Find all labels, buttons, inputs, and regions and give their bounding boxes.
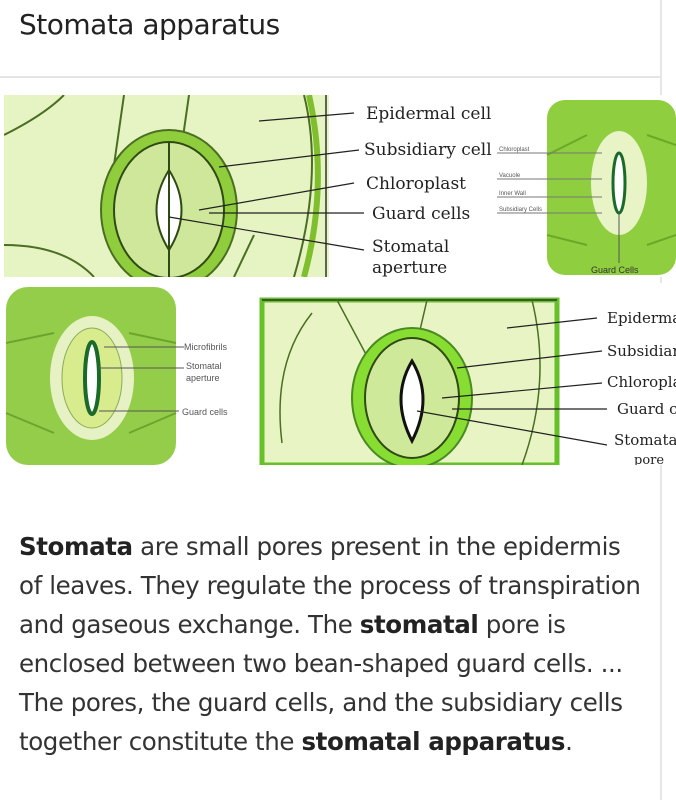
label-chloroplast: Chloroplast xyxy=(499,147,530,153)
label-pore: pore xyxy=(634,453,664,465)
label-vacuole: Vacuole xyxy=(499,173,521,179)
label-stomatal: Stomatal xyxy=(614,431,676,449)
label-subsidiary-cell: Subsidiary cell xyxy=(364,140,492,160)
label-microfibrils: Microfibrils xyxy=(184,342,228,352)
text-segment: are small pores present in the epidermis… xyxy=(19,532,641,639)
snippet-text: Stomata are small pores present in the e… xyxy=(19,527,644,761)
label-stomatal: Stomatal xyxy=(186,361,222,371)
diagram-image-3[interactable]: Microfibrils Stomatal aperture Guard cel… xyxy=(4,283,248,465)
bold-term: stomatal apparatus xyxy=(301,727,566,756)
label-epidermal-cell: Epidermal cell xyxy=(607,309,676,327)
label-aperture: aperture xyxy=(186,373,220,383)
bold-term: Stomata xyxy=(19,532,133,561)
text-segment: pore is enclosed between two bean-shaped… xyxy=(19,610,623,756)
label-guard-cells: Guard cells xyxy=(617,400,676,418)
snippet-title: Stomata apparatus xyxy=(19,8,280,41)
text-segment: . xyxy=(565,727,573,756)
label-subsidiary-cells: Subsidiary Cells xyxy=(499,207,542,213)
bold-term: stomatal xyxy=(359,610,479,639)
label-aperture: aperture xyxy=(372,258,447,277)
label-chloroplast: Chloroplast xyxy=(607,373,676,391)
label-guard-cells: Guard cells xyxy=(182,407,228,417)
diagram-image-2[interactable]: Chloroplast Vacuole Inner Wall Subsidiar… xyxy=(497,95,676,277)
label-subsidiary-cell: Subsidiary cell xyxy=(607,342,676,360)
label-inner-wall: Inner Wall xyxy=(499,191,526,197)
label-stomatal: Stomatal xyxy=(372,237,449,257)
diagram-image-4[interactable]: Epidermal cell Subsidiary cell Chloropla… xyxy=(252,283,676,465)
divider xyxy=(0,76,660,78)
label-guard-cells: Guard Cells xyxy=(591,265,639,275)
label-guard-cells: Guard cells xyxy=(372,204,470,224)
diagram-image-1[interactable]: Epidermal cell Subsidiary cell Chloropla… xyxy=(4,95,495,277)
label-chloroplast: Chloroplast xyxy=(366,174,466,194)
label-epidermal-cell: Epidermal cell xyxy=(366,104,491,124)
